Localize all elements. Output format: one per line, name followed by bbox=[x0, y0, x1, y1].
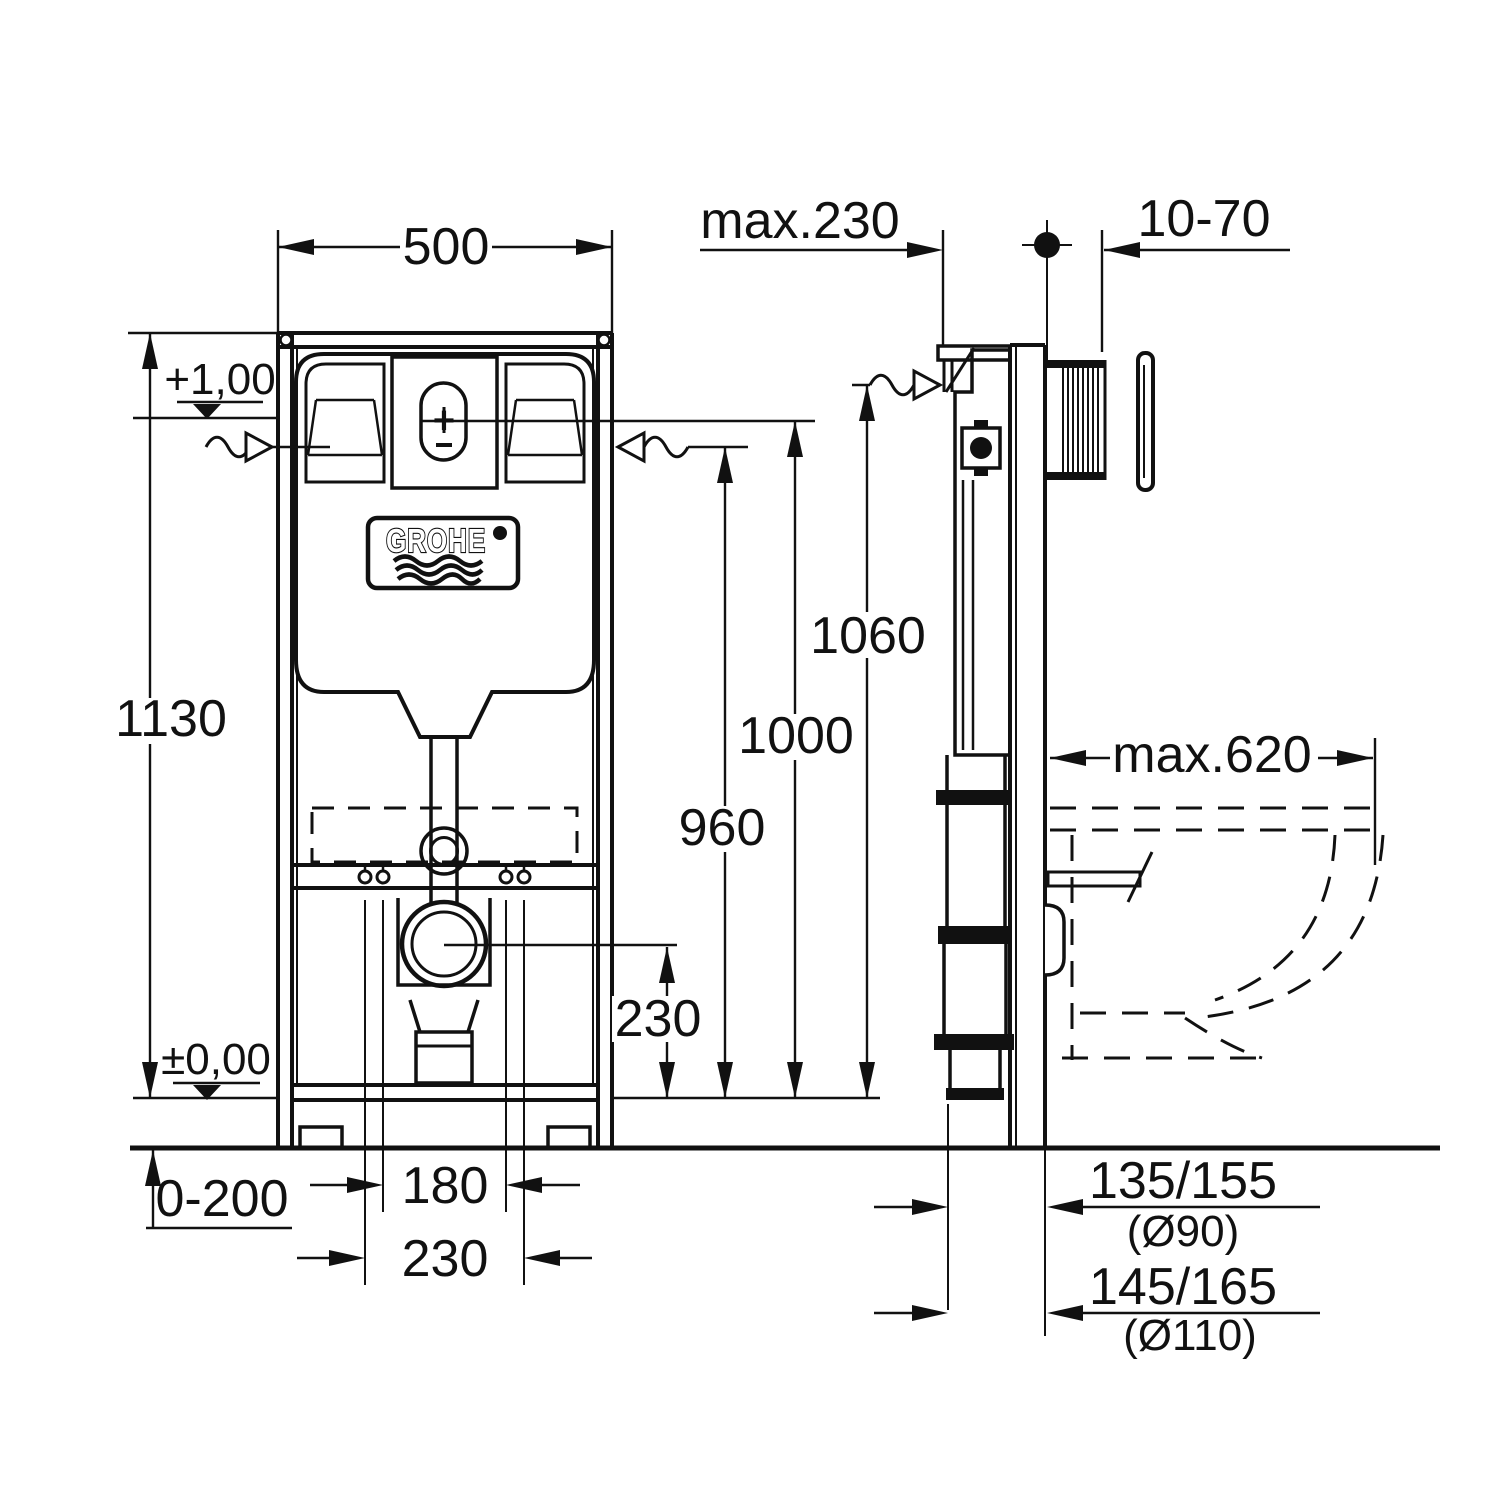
toilet-bowl-outline bbox=[1050, 806, 1385, 1060]
dim-front-height: 1130 bbox=[115, 690, 227, 748]
dim-inlet-height: 960 bbox=[679, 799, 766, 857]
brand-logo-text: GROHE bbox=[386, 522, 486, 559]
side-view-drawing bbox=[934, 343, 1155, 1147]
level-marker-upper-icon bbox=[193, 404, 221, 419]
dim-side-inlet-height: 1060 bbox=[810, 607, 926, 665]
bowl-template-outline bbox=[310, 806, 579, 864]
water-inlet-left-icon bbox=[244, 430, 276, 464]
level-upper-label: +1,00 bbox=[164, 355, 275, 404]
left-foot bbox=[298, 1125, 344, 1147]
right-foot bbox=[546, 1125, 592, 1147]
drill-point-marker bbox=[1022, 220, 1072, 360]
arrowheads bbox=[142, 239, 1373, 1321]
dim-bowl-projection-max: max.620 bbox=[1112, 726, 1311, 784]
outlet-connector bbox=[1044, 903, 1066, 977]
cistern-side bbox=[953, 348, 1010, 757]
dim-fixing-inner: 180 bbox=[402, 1157, 489, 1215]
fixing-rod bbox=[1046, 851, 1154, 903]
flush-plate-side bbox=[1136, 351, 1155, 492]
text-backers bbox=[100, 226, 927, 1042]
actuator-plus-label: + bbox=[433, 400, 455, 442]
level-zero-label: ±0,00 bbox=[161, 1035, 271, 1084]
dim-outlet-height: 230 bbox=[615, 990, 702, 1048]
flow-arrow-icons bbox=[244, 368, 944, 464]
access-shaft bbox=[1045, 360, 1107, 480]
dim-front-width: 500 bbox=[403, 218, 490, 276]
water-inlet-side-icon bbox=[912, 368, 944, 402]
level-marker-zero-icon bbox=[193, 1085, 221, 1100]
dim-drain-offset-90: 135/155 bbox=[1089, 1152, 1277, 1210]
dim-drain-offset-110: 145/165 bbox=[1089, 1258, 1277, 1316]
dim-foot-adjust: 0-200 bbox=[156, 1170, 289, 1228]
drain-piping bbox=[934, 755, 1014, 1100]
water-inlet-right-icon bbox=[614, 430, 646, 464]
dim-fixing-outer: 230 bbox=[402, 1230, 489, 1288]
dimension-lines bbox=[128, 220, 1440, 1336]
brand-plate bbox=[365, 515, 521, 591]
front-view-drawing bbox=[276, 331, 614, 1147]
dim-plate-range: 10-70 bbox=[1138, 190, 1271, 248]
dim-drain-dia-90: (Ø90) bbox=[1127, 1207, 1239, 1256]
registered-mark-icon bbox=[493, 526, 507, 540]
dim-frame-depth-max: max.230 bbox=[700, 192, 899, 250]
dim-actuator-height: 1000 bbox=[738, 707, 854, 765]
dim-drain-dia-110: (Ø110) bbox=[1123, 1311, 1257, 1360]
